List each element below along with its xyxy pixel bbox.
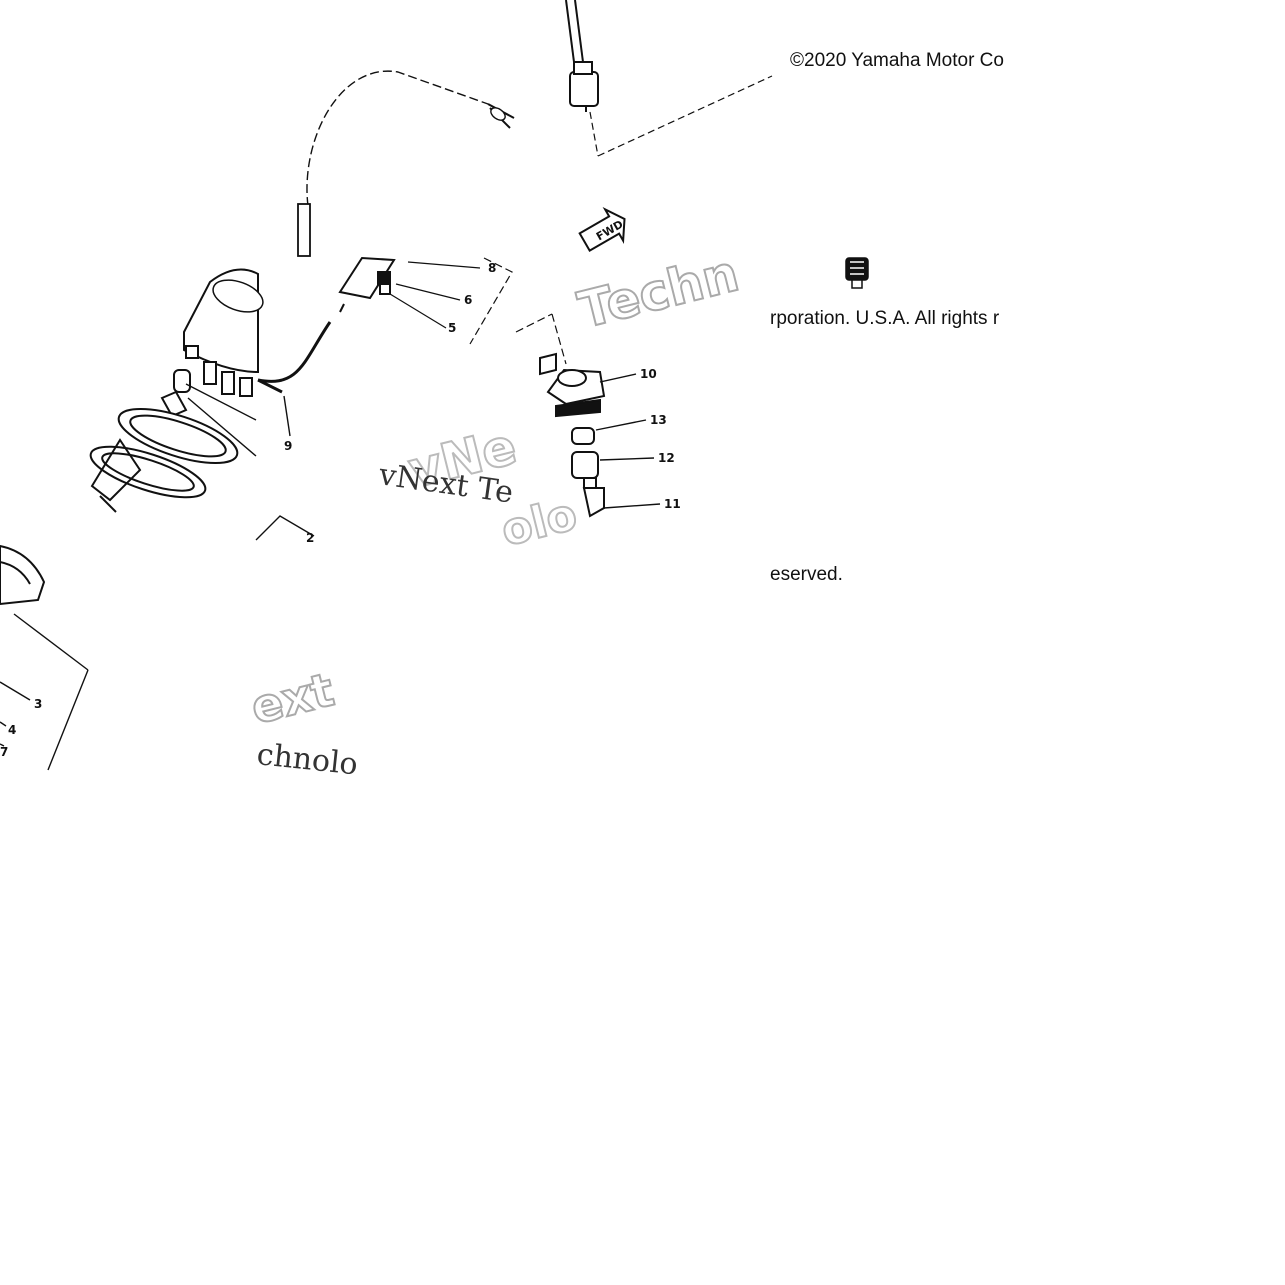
callout-4: 4 xyxy=(8,723,16,737)
callout-8: 8 xyxy=(488,261,496,275)
callout-2: 2 xyxy=(306,531,314,545)
copyright-line-3: eserved. xyxy=(770,564,843,585)
callout-6: 6 xyxy=(464,293,472,307)
watermark-ext: ext xyxy=(246,662,339,734)
callout-3: 3 xyxy=(34,697,42,711)
callout-11: 11 xyxy=(664,497,681,511)
callout-13: 13 xyxy=(650,413,667,427)
fwd-arrow-icon: FWD xyxy=(578,207,626,253)
callout-5: 5 xyxy=(448,321,456,335)
callout-12: 12 xyxy=(658,451,675,465)
leader-lines-top xyxy=(589,75,773,157)
speedometer-cable xyxy=(297,70,515,257)
copyright-line-2: rporation. U.S.A. All rights r xyxy=(770,308,1000,329)
cable-end-assembly: 8 6 5 xyxy=(338,256,513,345)
watermark-chnolo: chnolo xyxy=(255,737,359,782)
callout-9: 9 xyxy=(284,439,292,453)
meter-cable-top xyxy=(565,0,599,112)
callout-7: 7 xyxy=(0,745,8,759)
tachometer-unit xyxy=(0,544,46,606)
bolt-fitting xyxy=(845,257,869,289)
leader-lines-speedometer xyxy=(185,321,332,541)
copyright-line-1: ©2020 Yamaha Motor Co xyxy=(790,50,1004,71)
leader-lines-tachometer xyxy=(0,613,89,771)
callout-10: 10 xyxy=(640,367,657,381)
speedometer-unit xyxy=(89,268,264,513)
watermark-techn: Techn xyxy=(573,244,744,340)
sensor-assembly xyxy=(515,313,606,518)
leader-lines-sensor xyxy=(595,373,661,509)
